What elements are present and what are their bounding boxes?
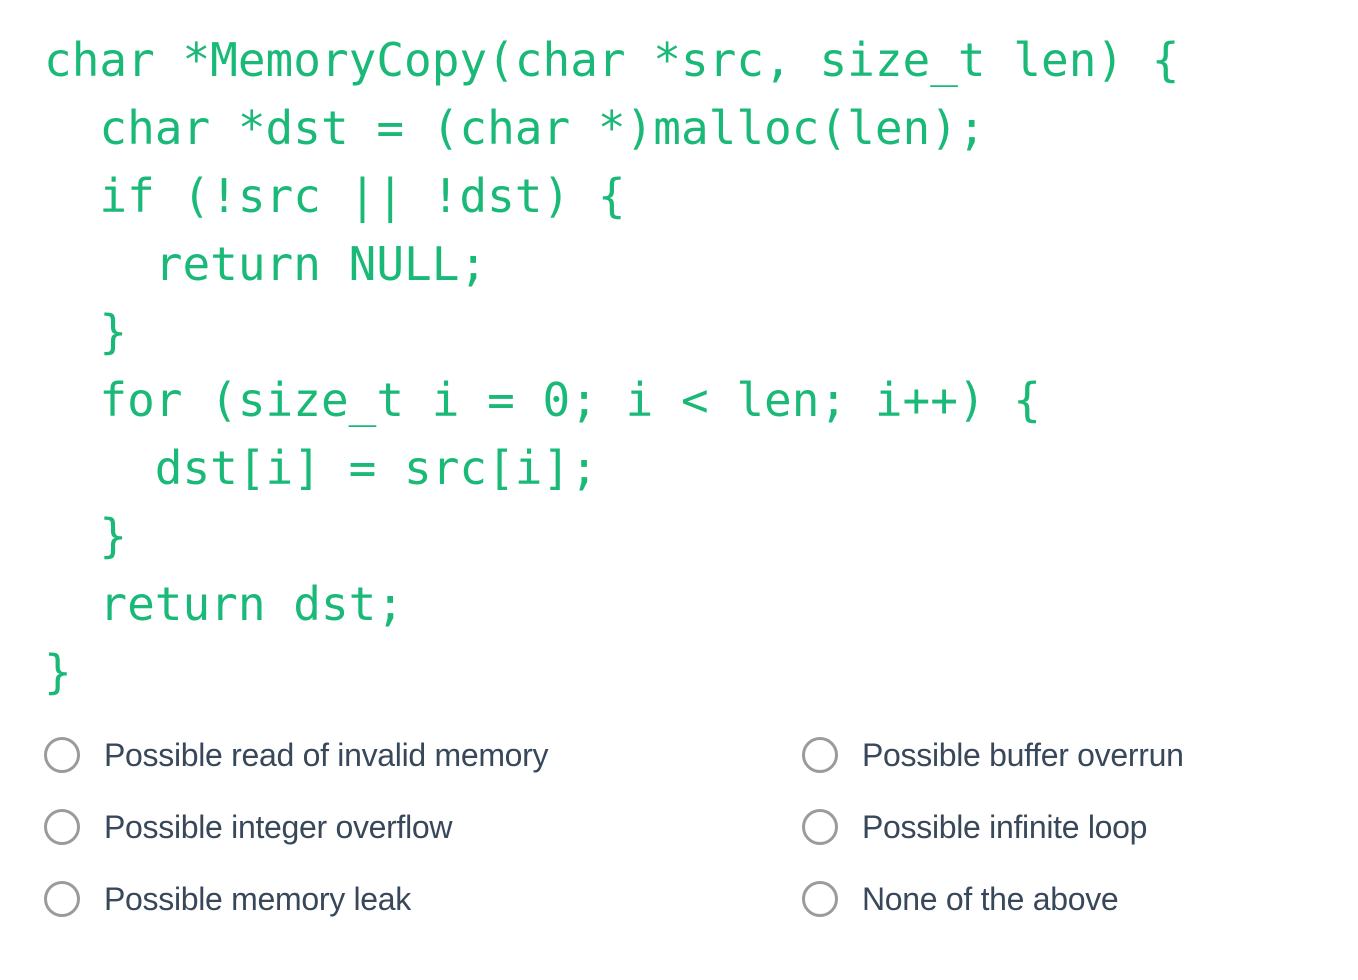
code-line: } xyxy=(44,305,128,359)
option-infinite-loop[interactable]: Possible infinite loop xyxy=(802,809,1184,845)
code-line: } xyxy=(44,509,128,563)
radio-button-icon[interactable] xyxy=(802,881,838,917)
code-line: for (size_t i = 0; i < len; i++) { xyxy=(44,373,1041,427)
option-label: Possible integer overflow xyxy=(104,809,453,845)
option-label: Possible read of invalid memory xyxy=(104,737,549,773)
code-line: char *dst = (char *)malloc(len); xyxy=(44,101,986,155)
radio-button-icon[interactable] xyxy=(44,809,80,845)
code-line: if (!src || !dst) { xyxy=(44,169,626,223)
radio-button-icon[interactable] xyxy=(44,737,80,773)
code-line: } xyxy=(44,645,72,699)
option-buffer-overrun[interactable]: Possible buffer overrun xyxy=(802,737,1184,773)
code-line: dst[i] = src[i]; xyxy=(44,441,598,495)
code-snippet: char *MemoryCopy(char *src, size_t len) … xyxy=(44,26,1179,706)
option-label: Possible memory leak xyxy=(104,881,412,917)
code-line: char *MemoryCopy(char *src, size_t len) … xyxy=(44,33,1180,87)
option-memory-leak[interactable]: Possible memory leak xyxy=(44,881,802,917)
option-read-invalid-memory[interactable]: Possible read of invalid memory xyxy=(44,737,802,773)
option-integer-overflow[interactable]: Possible integer overflow xyxy=(44,809,802,845)
answer-options: Possible read of invalid memory Possible… xyxy=(44,737,1184,917)
option-label: Possible buffer overrun xyxy=(862,737,1184,773)
radio-button-icon[interactable] xyxy=(802,809,838,845)
option-none-of-the-above[interactable]: None of the above xyxy=(802,881,1184,917)
option-label: Possible infinite loop xyxy=(862,809,1148,845)
radio-button-icon[interactable] xyxy=(802,737,838,773)
option-label: None of the above xyxy=(862,881,1119,917)
radio-button-icon[interactable] xyxy=(44,881,80,917)
code-line: return dst; xyxy=(44,577,405,631)
code-line: return NULL; xyxy=(44,237,488,291)
